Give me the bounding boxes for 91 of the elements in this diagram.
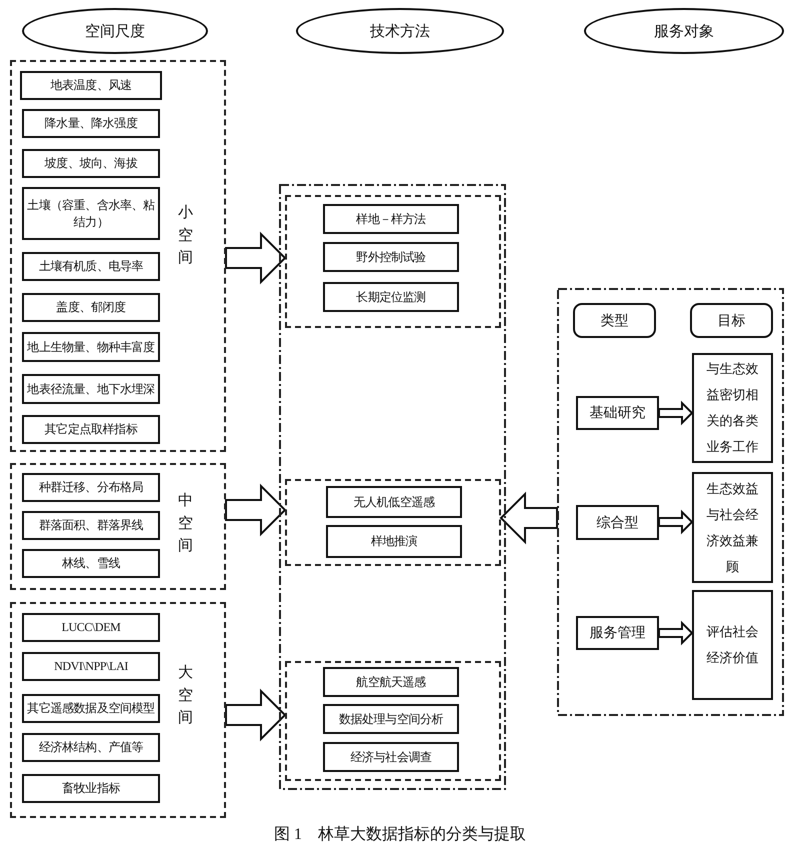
indicator-box xyxy=(22,694,160,723)
box-label: NDVI\NPP\LAI xyxy=(54,659,128,674)
box-label: 降水量、降水强度 xyxy=(44,115,138,132)
box-label: 其它定点取样指标 xyxy=(44,421,138,438)
box-label: 林线、雪线 xyxy=(62,555,120,572)
indicator-box xyxy=(323,242,459,272)
box-label: 无人机低空遥感 xyxy=(353,494,435,510)
box-label: 与生态效益密切相关的各类业务工作 xyxy=(706,360,759,456)
indicator-box xyxy=(22,774,160,803)
indicator-box xyxy=(326,525,462,558)
indicator-box xyxy=(22,549,160,578)
group-frame xyxy=(10,602,226,818)
box-label: 土壤（容重、含水率、粘结力） xyxy=(26,196,156,230)
box-label: 土壤有机质、电导率 xyxy=(38,258,144,275)
box-label: LUCC\DEM xyxy=(62,620,120,635)
group-frame xyxy=(285,661,501,781)
box-label: 样地－样方法 xyxy=(356,210,426,228)
indicator-box xyxy=(22,613,160,642)
box-label: 服务管理 xyxy=(590,624,646,642)
goal-box xyxy=(692,590,773,700)
indicator-box xyxy=(22,473,160,502)
box-label: 经济林结构、产值等 xyxy=(38,739,144,756)
group-label: 小空间 xyxy=(178,204,193,268)
group-frame xyxy=(10,463,226,590)
header-box xyxy=(573,303,656,338)
indicator-box xyxy=(22,511,160,540)
box-label: 坡度、坡向、海拔 xyxy=(44,155,138,172)
box-label: 畜牧业指标 xyxy=(62,780,120,797)
box-label: 航空航天遥感 xyxy=(356,674,426,690)
indicator-box xyxy=(22,109,160,138)
header-label: 服务对象 xyxy=(654,22,714,40)
column-header-ellipse xyxy=(22,8,208,54)
indicator-box xyxy=(22,332,160,362)
box-label: 其它遥感数据及空间模型 xyxy=(27,700,155,717)
figure-caption: 图 1 林草大数据指标的分类与提取 xyxy=(273,824,527,845)
block-arrow xyxy=(225,688,286,742)
block-arrow xyxy=(658,510,694,534)
group-frame xyxy=(279,184,506,790)
indicator-box xyxy=(576,396,659,430)
group-frame xyxy=(10,60,226,452)
box-label: 群落面积、群落界线 xyxy=(38,517,144,534)
group-label: 中空间 xyxy=(178,492,193,556)
box-label: 基础研究 xyxy=(590,404,646,422)
header-label: 空间尺度 xyxy=(85,22,145,40)
indicator-box xyxy=(323,667,459,697)
group-frame xyxy=(285,479,501,566)
group-frame xyxy=(285,195,501,328)
goal-box xyxy=(692,353,773,463)
box-label: 类型 xyxy=(600,312,628,330)
indicator-box xyxy=(576,616,659,650)
indicator-box xyxy=(22,652,160,681)
indicator-box xyxy=(22,252,160,281)
indicator-box xyxy=(323,704,459,734)
indicator-box xyxy=(323,282,459,312)
column-header-ellipse xyxy=(584,8,784,54)
group-label: 大空间 xyxy=(178,664,193,728)
box-label: 生态效益与社会经济效益兼顾 xyxy=(706,480,759,576)
indicator-box xyxy=(22,149,160,178)
box-label: 地表径流量、地下水埋深 xyxy=(27,380,155,398)
box-label: 评估社会经济价值 xyxy=(706,623,759,667)
column-header-ellipse xyxy=(296,8,504,54)
box-label: 地表温度、风速 xyxy=(50,77,132,94)
indicator-box xyxy=(20,71,162,100)
box-label: 目标 xyxy=(718,312,746,330)
box-label: 综合型 xyxy=(596,514,638,532)
indicator-box xyxy=(323,742,459,772)
goal-box xyxy=(692,472,773,583)
box-label: 样地推演 xyxy=(370,533,418,550)
box-label: 经济与社会调查 xyxy=(350,748,432,766)
box-label: 盖度、郁闭度 xyxy=(56,299,126,316)
indicator-box xyxy=(576,505,659,540)
block-arrow xyxy=(225,232,286,284)
indicator-box xyxy=(22,374,160,404)
block-arrow xyxy=(658,400,694,426)
header-box xyxy=(690,303,773,338)
indicator-box xyxy=(22,187,160,240)
box-label: 种群迁移、分布格局 xyxy=(38,479,144,496)
indicator-box xyxy=(323,204,459,234)
indicator-box xyxy=(22,733,160,762)
block-arrow xyxy=(500,492,558,544)
indicator-box xyxy=(326,486,462,518)
box-label: 野外控制试验 xyxy=(356,248,426,266)
box-label: 数据处理与空间分析 xyxy=(338,710,444,728)
block-arrow xyxy=(658,620,694,646)
box-label: 长期定位监测 xyxy=(356,288,426,306)
indicator-box xyxy=(22,415,160,444)
indicator-box xyxy=(22,293,160,322)
header-label: 技术方法 xyxy=(370,22,430,40)
box-label: 地上生物量、物种丰富度 xyxy=(27,338,155,356)
block-arrow xyxy=(225,484,286,536)
group-frame xyxy=(557,288,784,716)
